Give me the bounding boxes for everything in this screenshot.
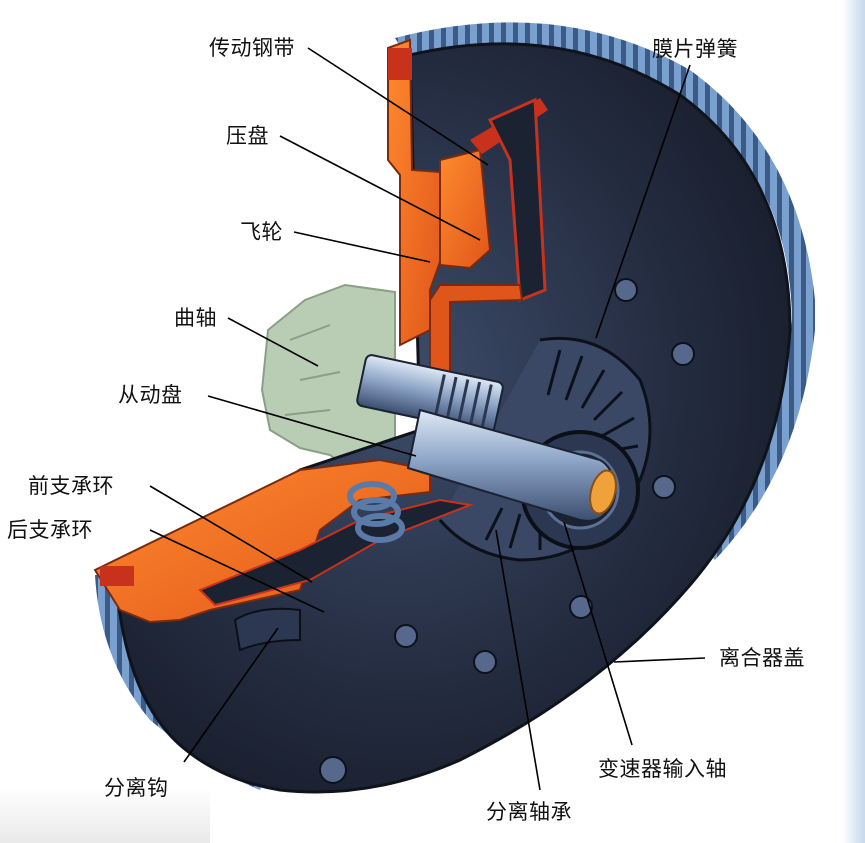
flywheel-lower-section [93,458,431,624]
label-pressure-plate: 压盘 [226,124,269,148]
label-diaphragm-spring: 膜片弹簧 [652,37,738,61]
label-clutch-cover: 离合器盖 [719,646,805,670]
label-crankshaft: 曲轴 [174,306,217,330]
label-release-fork: 分离钩 [104,776,169,800]
pressure-plate-section [439,148,492,270]
label-drive-strap: 传动钢带 [209,36,295,60]
label-release-bearing: 分离轴承 [486,800,572,824]
right-edge-strip [843,0,865,843]
label-front-pivot-ring: 前支承环 [28,474,114,498]
damper-spring [347,481,405,543]
label-driven-disc: 从动盘 [118,383,183,407]
bottom-fade [0,788,210,843]
label-flywheel: 飞轮 [240,220,283,244]
label-transmission-input-shaft: 变速器输入轴 [598,757,727,781]
label-rear-pivot-ring: 后支承环 [7,518,93,542]
leader-lines [149,47,706,791]
flywheel-section [387,38,441,347]
shaft-end [589,469,617,515]
